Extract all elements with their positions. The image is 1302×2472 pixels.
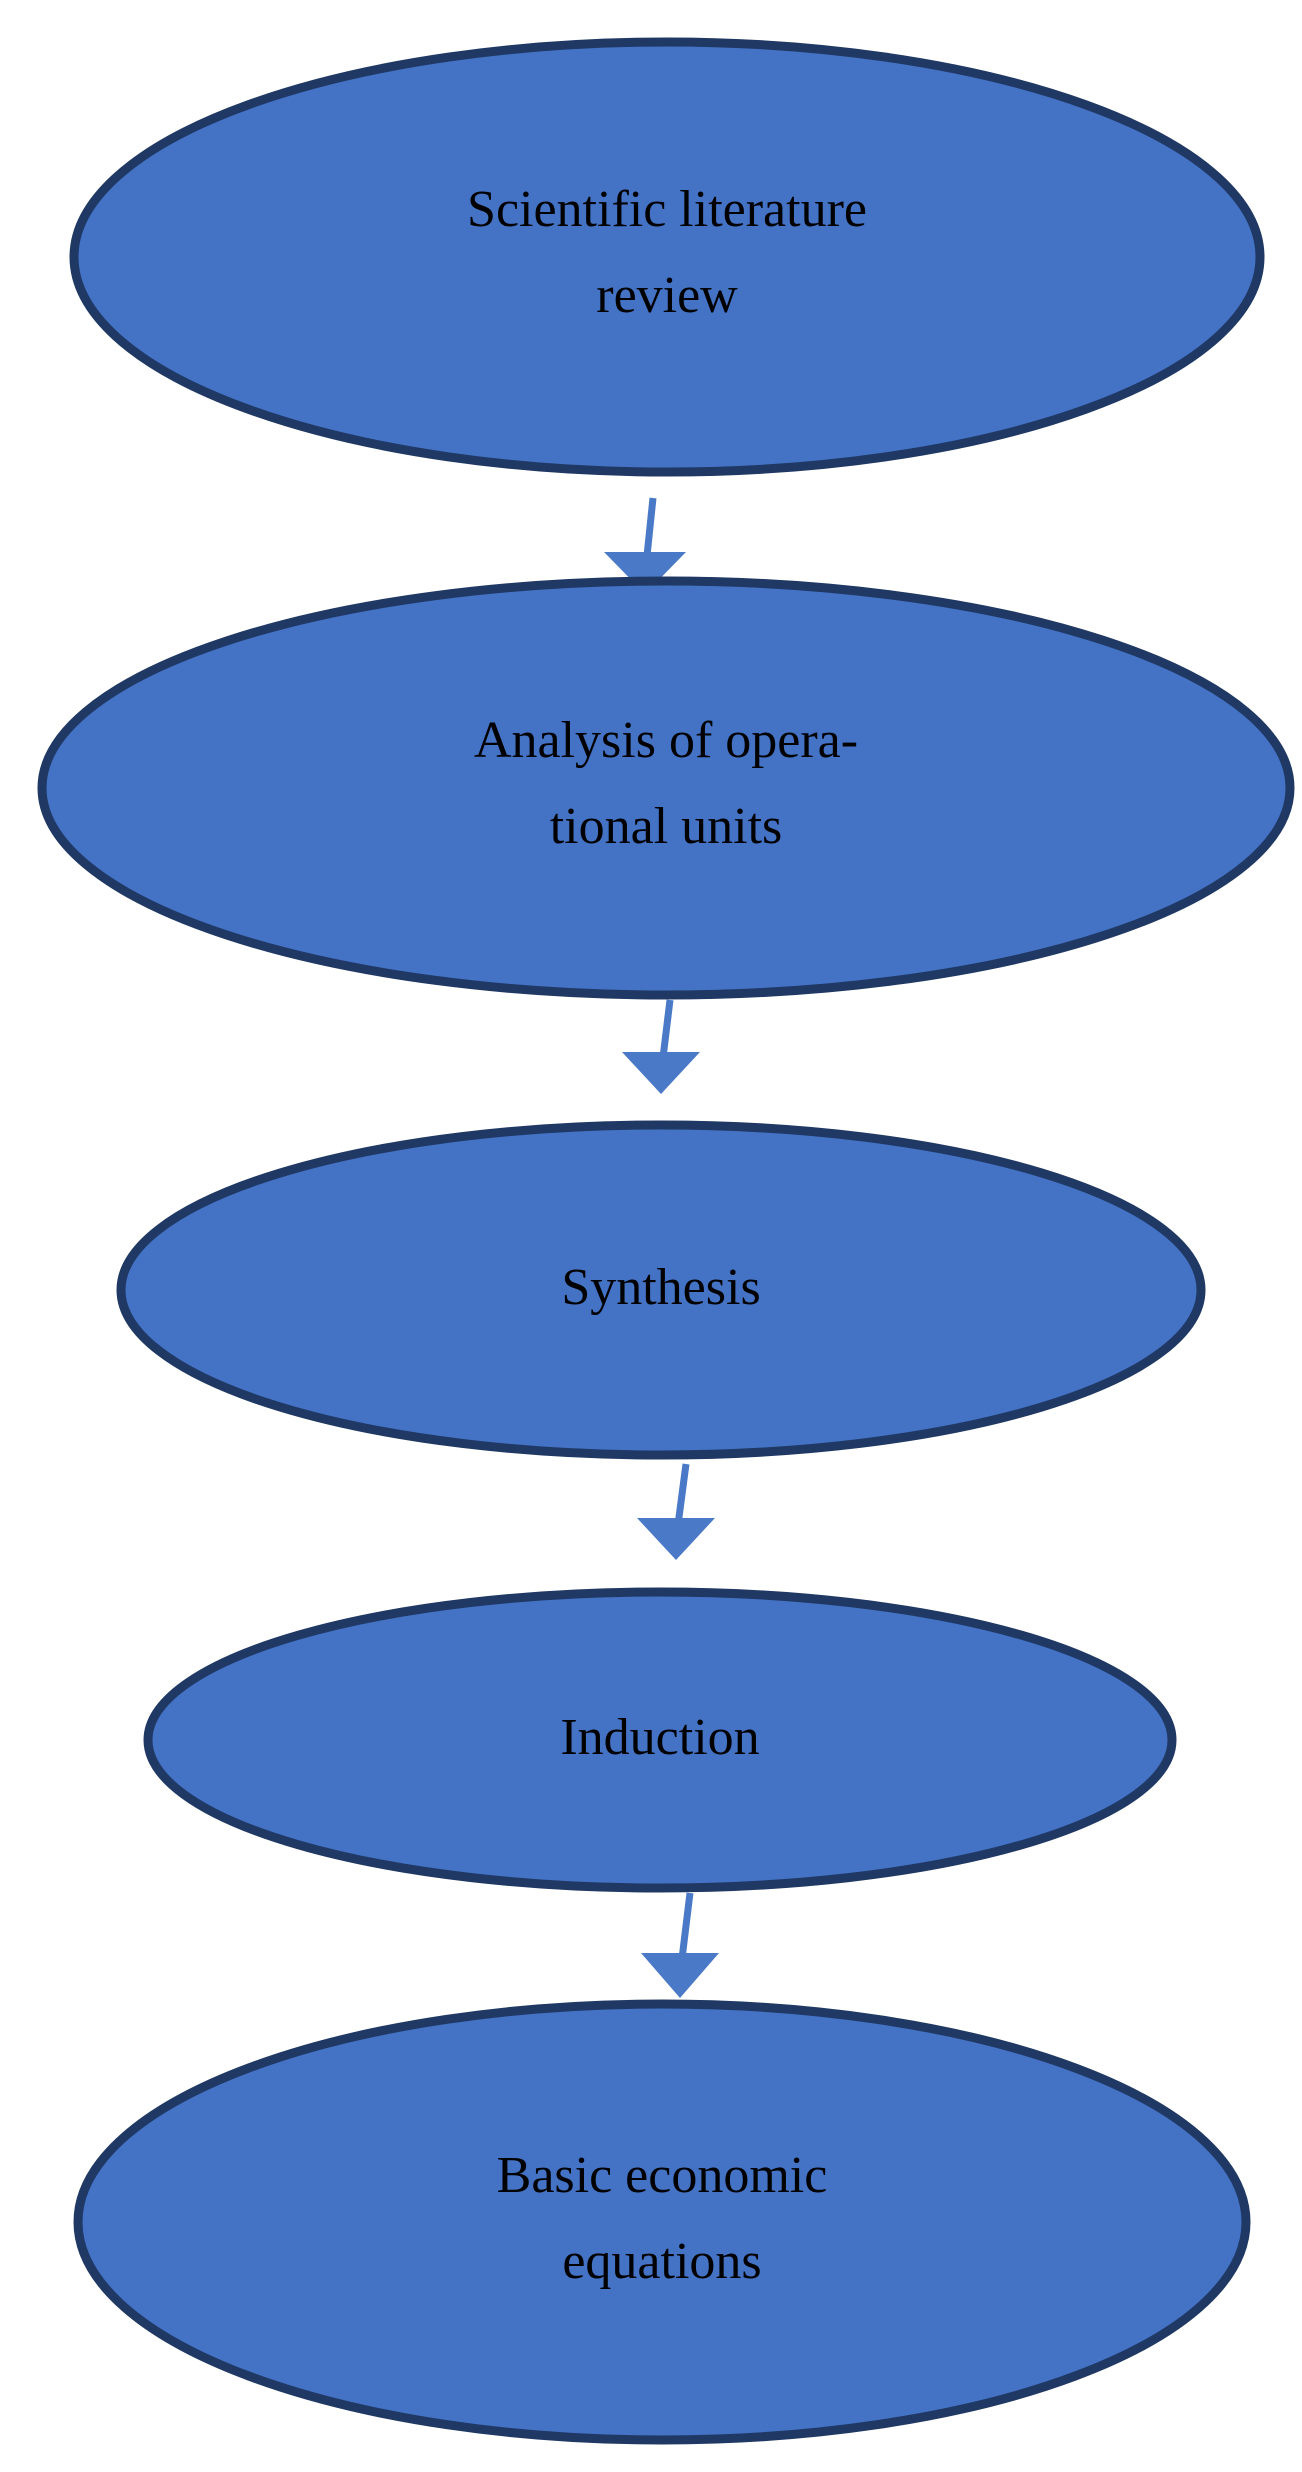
flow-node-induction[interactable]: Induction (143, 1587, 1177, 1893)
connector-arrow-2 (622, 999, 700, 1094)
connector-layer (604, 497, 719, 1998)
node-1-label-line-1: Scientific literature (467, 181, 867, 238)
flow-node-scientific-literature-review[interactable]: Scientific literature review (69, 37, 1265, 477)
arrow-1-head (604, 552, 686, 594)
node-2-ellipse[interactable] (37, 576, 1295, 1000)
connector-arrow-4 (641, 1892, 719, 1998)
connector-arrow-1 (604, 497, 686, 594)
node-5-label-line-1: Basic economic (497, 2147, 828, 2204)
node-1-label-line-2: review (596, 267, 738, 324)
arrow-2-head (622, 1052, 700, 1094)
node-3-label-line-1: Synthesis (561, 1259, 760, 1316)
node-4-label-line-1: Induction (560, 1709, 759, 1766)
connector-arrow-3 (637, 1463, 715, 1560)
flow-node-analysis-of-operational-units[interactable]: Analysis of opera- tional units (37, 576, 1295, 1000)
arrow-4-head (641, 1953, 719, 1998)
arrow-3-head (637, 1518, 715, 1560)
node-1-ellipse[interactable] (69, 37, 1265, 477)
node-5-ellipse[interactable] (73, 1999, 1251, 2445)
node-2-label-line-1: Analysis of opera- (474, 712, 858, 769)
node-3-ellipse[interactable] (116, 1120, 1206, 1460)
node-2-label-line-2: tional units (550, 798, 783, 855)
node-4-ellipse[interactable] (143, 1587, 1177, 1893)
node-5-label-line-2: equations (562, 2233, 761, 2290)
flow-node-basic-economic-equations[interactable]: Basic economic equations (73, 1999, 1251, 2445)
flow-node-synthesis[interactable]: Synthesis (116, 1120, 1206, 1460)
